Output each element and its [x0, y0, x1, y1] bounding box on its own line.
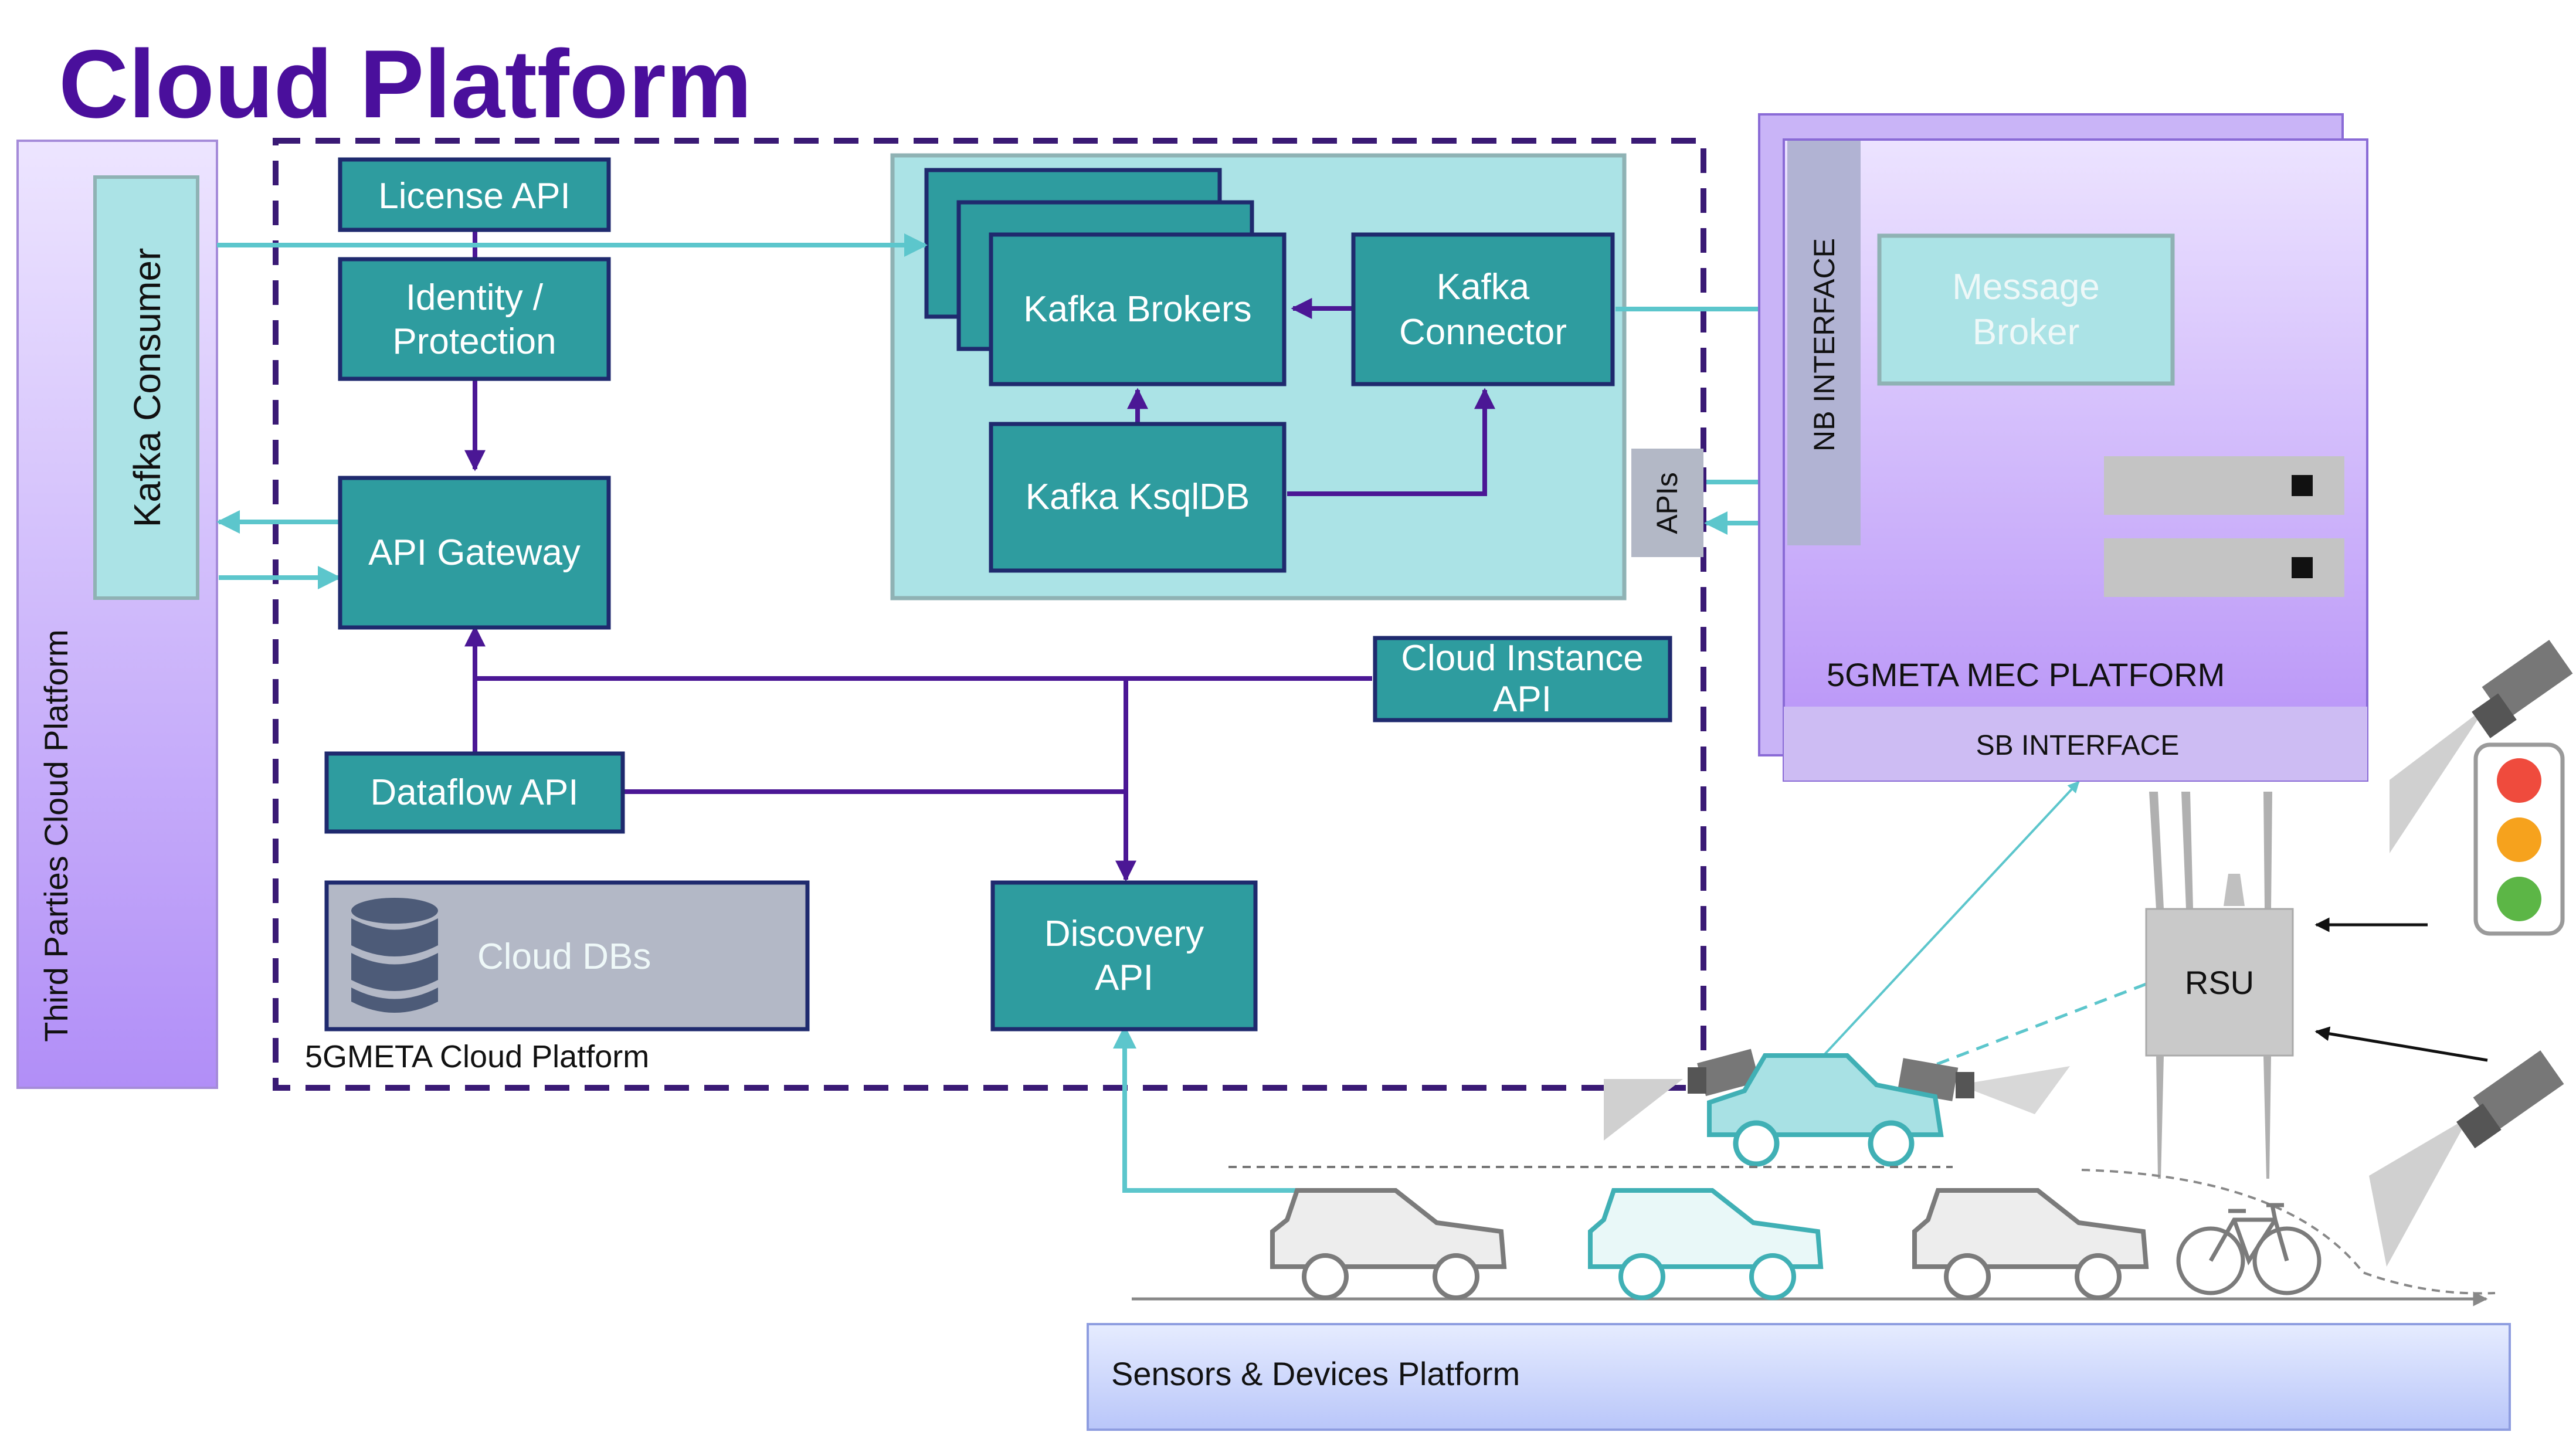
api-gateway-box: API Gateway [338, 476, 611, 630]
license-api-label: License API [378, 176, 570, 216]
database-icon [351, 898, 438, 1013]
message-broker-label-line1: Message [1952, 267, 2100, 307]
sensors-platform-bar: Sensors & Devices Platform [1087, 1323, 2511, 1431]
camera-icon-car-left [1604, 1049, 1760, 1141]
cloud-platform-boundary [273, 138, 1706, 1091]
kafka-consumer-label: Kafka Consumer [126, 248, 168, 528]
bicycle-icon [2176, 1203, 2322, 1295]
cloud-dbs-label: Cloud DBs [477, 937, 651, 977]
kafka-brokers-box: Kafka Brokers [989, 232, 1287, 386]
camera-icon-bottom-right [2369, 1050, 2564, 1267]
third-parties-panel: Third Parties Cloud Platform Kafka Consu… [16, 140, 218, 1089]
kafka-connector-box: Kafka Connector [1351, 232, 1615, 386]
dataflow-api-label: Dataflow API [371, 772, 579, 813]
kafka-consumer-box [93, 175, 199, 600]
discovery-api-box: Discovery API [990, 880, 1258, 1032]
rsu-unit: RSU [2145, 792, 2294, 1179]
mec-slot-1-led [2292, 475, 2313, 496]
apis-label: APIs [1651, 472, 1684, 534]
nb-interface-bar [1787, 141, 1861, 545]
rsu-label: RSU [2185, 964, 2254, 1001]
license-api-box: License API [338, 157, 611, 232]
car-icon-2 [1588, 1188, 1824, 1300]
cloud-instance-label-line1: Cloud Instance [1401, 638, 1644, 678]
kafka-connector-label-line2: Connector [1399, 312, 1567, 352]
cloud-instance-api-box: Cloud Instance API [1373, 636, 1672, 722]
mec-platform: NB INTERFACE Message Broker 5GMETA MEC P… [1758, 113, 2368, 782]
cloud-instance-label-line2: API [1493, 679, 1552, 720]
message-broker-box [1877, 233, 2175, 386]
sensors-platform-label: Sensors & Devices Platform [1111, 1355, 1520, 1392]
rsu-box [2145, 908, 2294, 1057]
dataflow-api-box: Dataflow API [324, 751, 625, 834]
kafka-connector-label-line1: Kafka [1437, 267, 1530, 307]
message-broker-label-line2: Broker [1973, 312, 2080, 352]
identity-label-line2: Protection [392, 321, 556, 362]
nb-interface-label: NB INTERFACE [1808, 238, 1841, 452]
kafka-ksqldb-box: Kafka KsqlDB [989, 422, 1287, 573]
apis-tab: APIs [1631, 449, 1703, 557]
mec-slot-2-led [2292, 557, 2313, 578]
cloud-dbs-box: Cloud DBs [324, 880, 810, 1032]
cloud-platform-label: 5GMETA Cloud Platform [305, 1039, 649, 1074]
curving-lane [2081, 1169, 2496, 1295]
discovery-label-line1: Discovery [1044, 914, 1204, 954]
camera-icon-top-right [2390, 640, 2573, 853]
sb-interface-label: SB INTERFACE [1976, 730, 2180, 761]
car-icon-1 [1270, 1188, 1507, 1300]
api-gateway-label: API Gateway [368, 532, 581, 573]
connected-car-icon [1707, 1053, 1944, 1167]
discovery-label-line2: API [1095, 958, 1153, 998]
identity-protection-box: Identity / Protection [338, 257, 611, 381]
data-flow-arrows [216, 233, 2147, 1193]
mec-platform-label: 5GMETA MEC PLATFORM [1827, 656, 2225, 693]
kafka-ksqldb-label: Kafka KsqlDB [1026, 477, 1250, 517]
identity-label-line1: Identity / [406, 277, 544, 318]
page-title: Cloud Platform [59, 30, 752, 138]
traffic-light-icon [2473, 742, 2565, 936]
car-icon-3 [1912, 1188, 2149, 1300]
third-parties-label: Third Parties Cloud Platform [38, 629, 74, 1041]
kafka-brokers-label: Kafka Brokers [1023, 289, 1251, 330]
